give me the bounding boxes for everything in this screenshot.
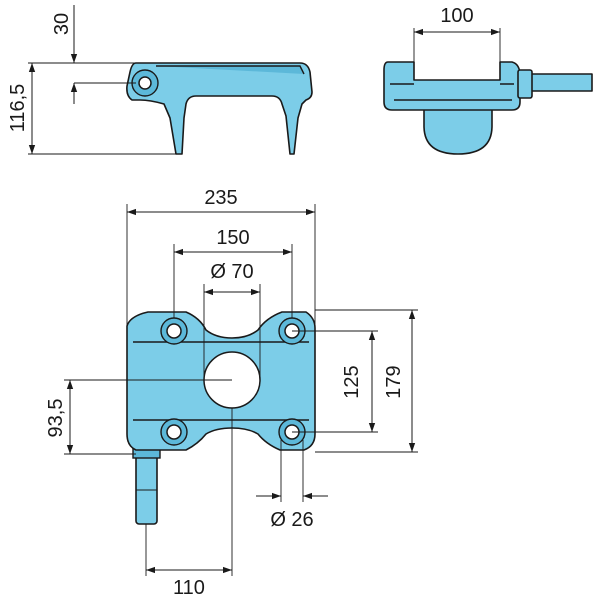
end-view-inner-edge: [390, 83, 514, 101]
end-view-bowl: [423, 107, 493, 155]
end-view-body: [383, 61, 521, 111]
end-pin-collar: [517, 69, 533, 99]
dim-d70-label: Ø 70: [210, 261, 253, 283]
dim-116-5-label: 116,5: [7, 84, 29, 133]
dim-93-5-label: 93,5: [45, 399, 67, 438]
side-view: 30 116,5: [7, 5, 313, 155]
side-view-body: [126, 62, 313, 155]
mount-hole-bl: [166, 424, 182, 440]
dim-d26-label: Ø 26: [270, 509, 313, 531]
end-view: 100: [383, 5, 593, 155]
plan-pin-shaft: [135, 453, 158, 525]
mount-hole-tl: [166, 323, 182, 339]
end-pin-shaft: [529, 73, 593, 92]
side-pin-hole: [138, 76, 152, 90]
side-view-inner-edge: [156, 65, 305, 75]
dim-179-label: 179: [383, 365, 405, 398]
dim-100-label: 100: [440, 5, 473, 27]
dim-30-label: 30: [51, 13, 73, 35]
dim-150-label: 150: [216, 227, 249, 249]
dim-235-label: 235: [204, 187, 237, 209]
dim-125-label: 125: [341, 365, 363, 398]
plan-view: 235 150 Ø 70 125 179 93,5 Ø 26: [45, 187, 418, 599]
plan-body-shading: [133, 341, 309, 421]
dim-110-label: 110: [173, 577, 205, 599]
